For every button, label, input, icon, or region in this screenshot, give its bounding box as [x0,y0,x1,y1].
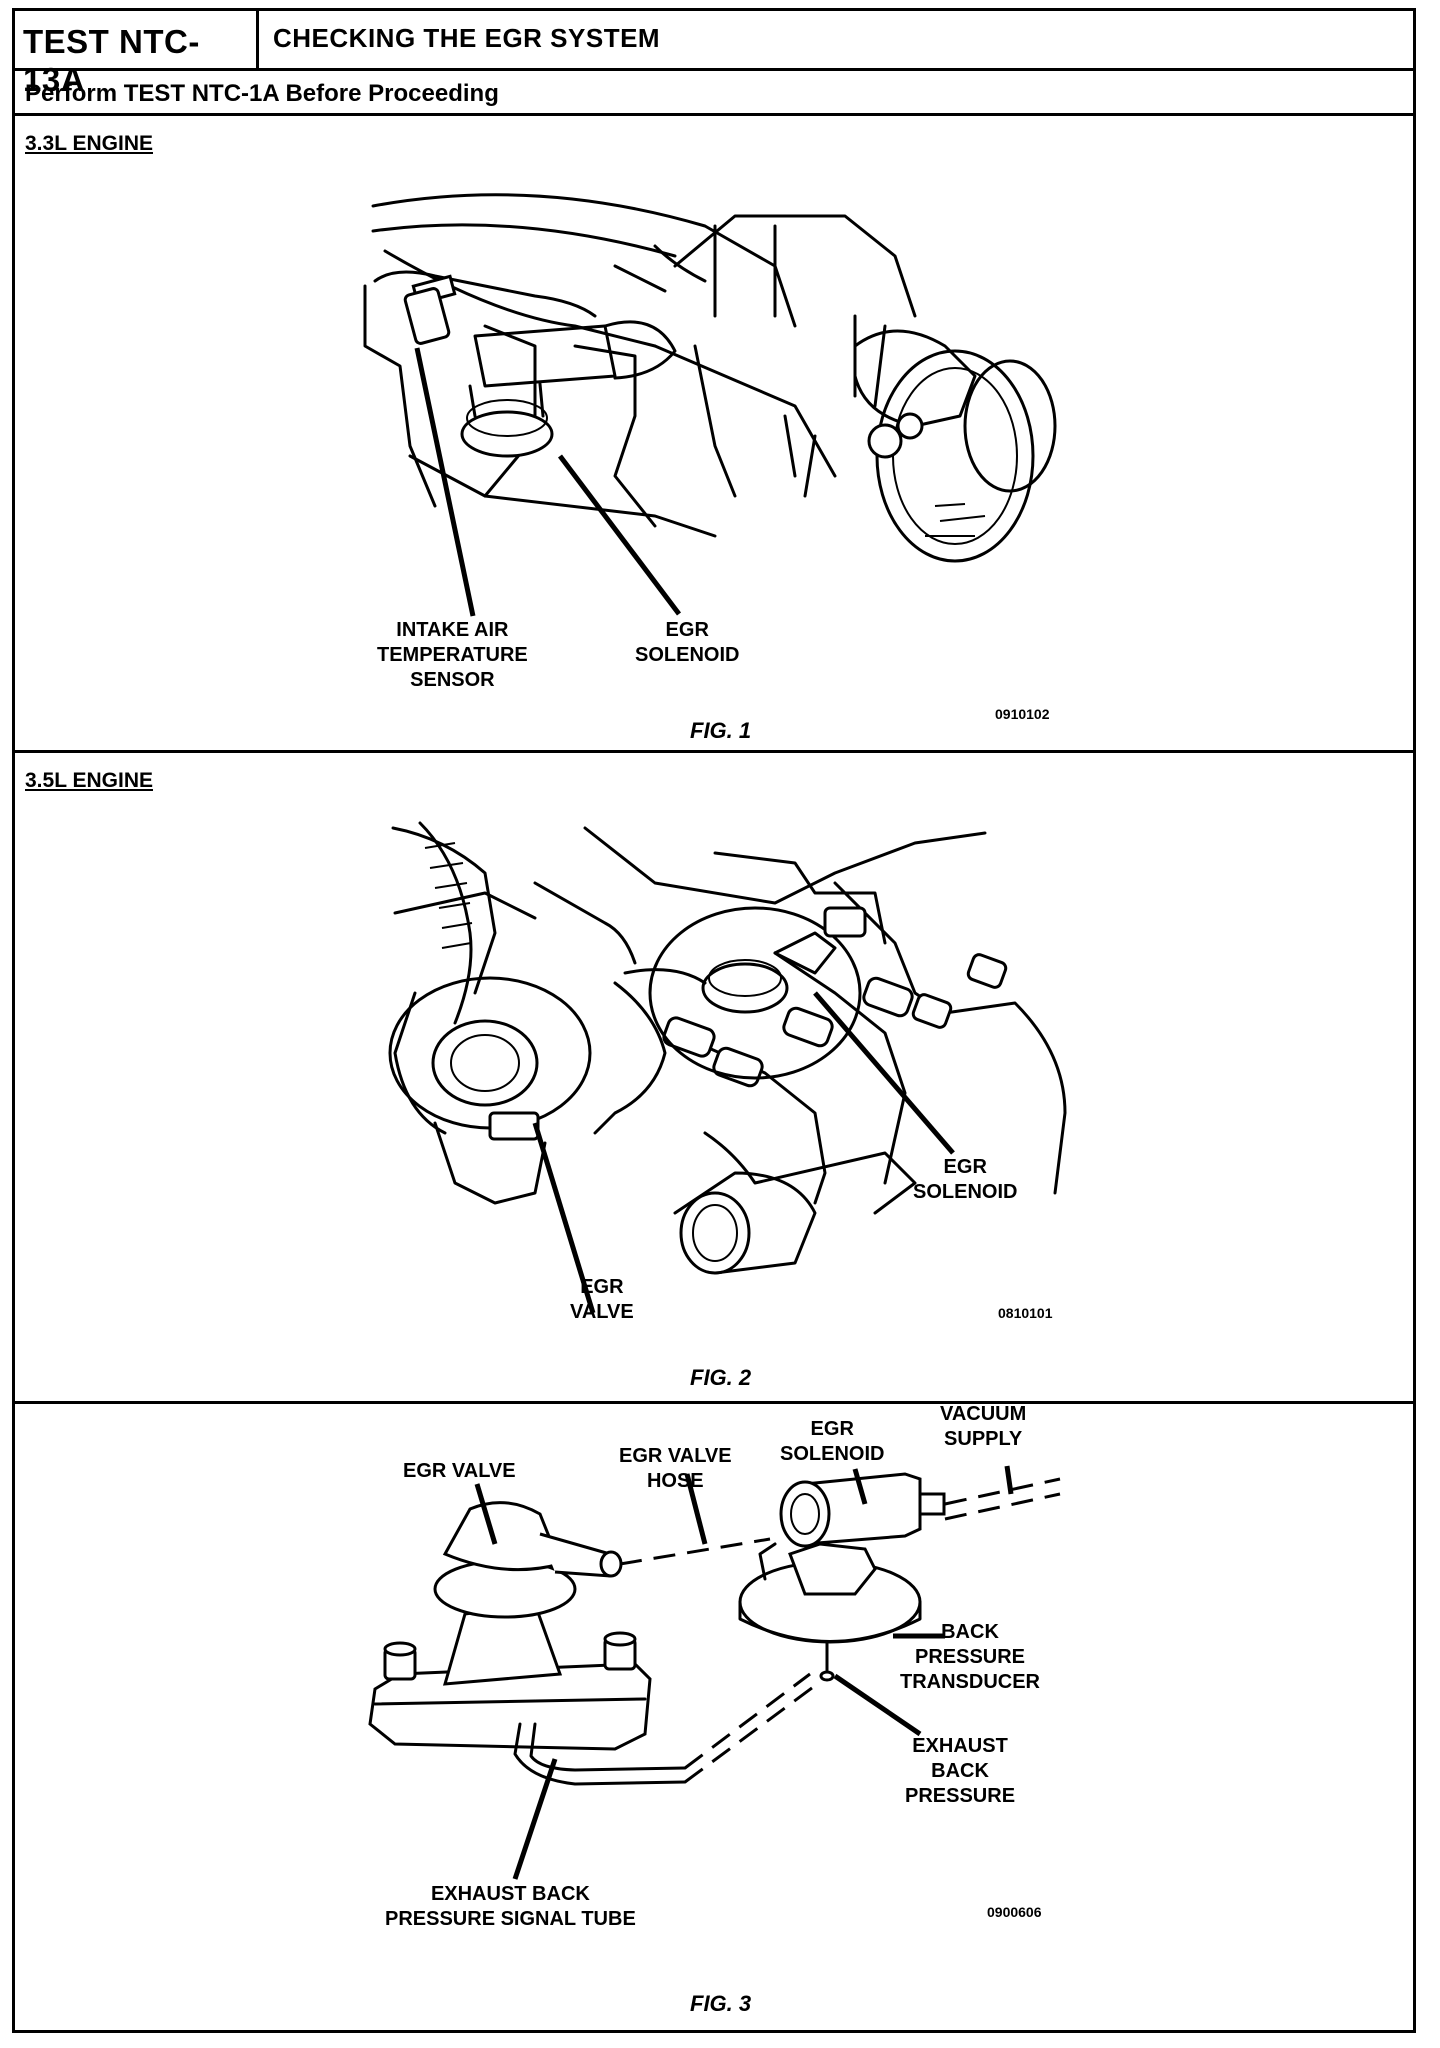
leader-egr-valve-fig3 [474,1483,498,1545]
prerequisite-row: Perform TEST NTC-1A Before Proceeding [15,71,1413,116]
vacuum-supply-line-2 [944,1492,1061,1521]
test-procedure-page: TEST NTC-13A CHECKING THE EGR SYSTEM Per… [12,8,1416,2033]
test-title: CHECKING THE EGR SYSTEM [273,23,661,53]
leader-egr-valve [532,1122,596,1314]
signal-tube-solid [513,1722,687,1786]
figure-panel-1: 3.3L ENGINE [15,116,1413,753]
signal-tube-dashed [684,1680,821,1784]
label-intake-air-temperature-sensor: INTAKE AIR TEMPERATURE SENSOR [377,619,528,691]
figure-caption-3: FIG. 3 [690,1991,752,2016]
intake-manifold-drawing [363,193,1057,563]
label-egr-solenoid-fig1: EGR SOLENOID [635,619,740,666]
illustration-code-fig1: 0910102 [995,706,1050,722]
title-row: TEST NTC-13A CHECKING THE EGR SYSTEM [15,11,1413,98]
figure-caption-2: FIG. 2 [690,1365,752,1390]
egr-valve-hose-line [619,1537,771,1566]
illustration-code-fig2: 0810101 [998,1305,1053,1321]
egr-system-illustration [368,1465,1061,1880]
figure-panel-3: EGR VALVE EGR VALVE HOSE EGR SOLENOID VA… [15,1403,1413,2030]
egr-valve-drawing [368,1501,652,1751]
label-exhaust-back-pressure: EXHAUST BACK PRESSURE [905,1735,1016,1807]
label-vacuum-supply: VACUUM SUPPLY [940,1403,1027,1450]
test-id: TEST NTC-13A [15,11,259,98]
engine-heading-3-5l: 3.5L ENGINE [25,769,153,792]
leader-egr-solenoid-1 [558,454,681,616]
figure-caption-1: FIG. 1 [690,718,752,743]
leader-exhaust-back-pressure [833,1673,922,1737]
engine-heading-3-3l: 3.3L ENGINE [25,132,153,155]
exhaust-manifold-drawing [388,821,1067,1275]
leader-iat-sensor [414,347,476,617]
label-egr-solenoid-fig2: EGR SOLENOID [913,1156,1018,1203]
label-egr-solenoid-fig3: EGR SOLENOID [780,1418,885,1465]
egr-solenoid-drawing [738,1472,946,1682]
label-egr-valve-fig3: EGR VALVE [403,1460,516,1482]
label-exhaust-back-pressure-signal-tube: EXHAUST BACK PRESSURE SIGNAL TUBE [385,1883,636,1930]
leader-vacuum-supply [1004,1465,1014,1495]
label-egr-valve-hose: EGR VALVE HOSE [619,1445,732,1492]
leader-egr-solenoid-2 [813,991,955,1155]
vacuum-supply-line [944,1477,1061,1506]
leader-egr-valve-hose [684,1473,708,1545]
engine-3-5l-illustration [388,821,1067,1314]
figure-panel-2: 3.5L ENGINE [15,753,1413,1404]
leader-signal-tube [512,1758,558,1880]
label-egr-valve-fig2: EGR VALVE [570,1276,634,1323]
label-back-pressure-transducer: BACK PRESSURE TRANSDUCER [900,1621,1040,1693]
illustration-code-fig3: 0900606 [987,1904,1042,1920]
prerequisite-text: Perform TEST NTC-1A Before Proceeding [25,80,499,107]
leader-egr-solenoid-fig3 [852,1468,868,1505]
engine-3-3l-illustration [363,193,1057,617]
